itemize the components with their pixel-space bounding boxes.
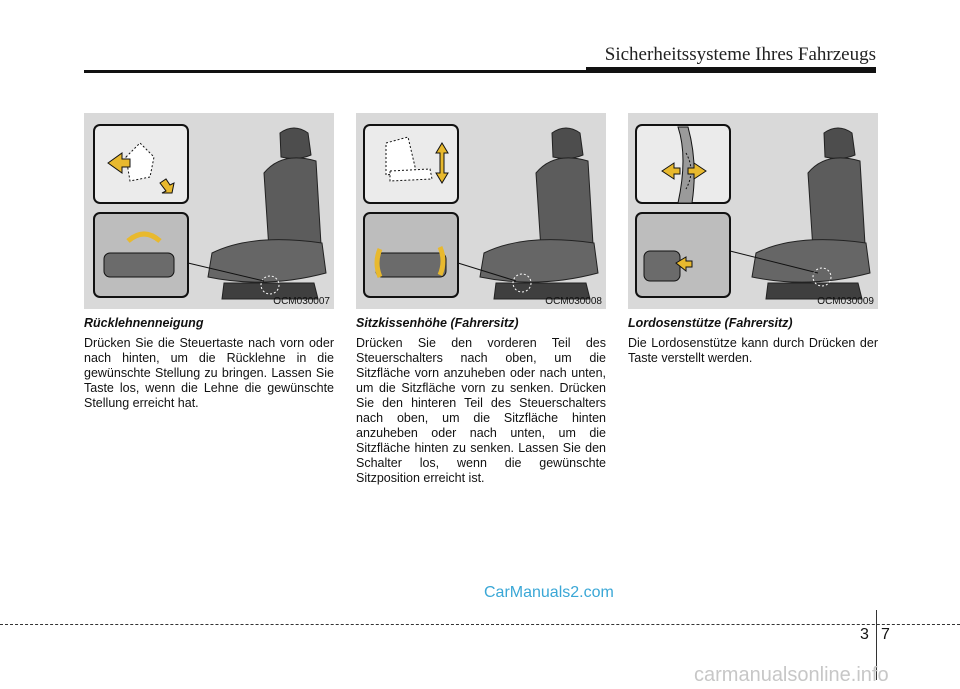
- seat-illustration: [635, 124, 871, 300]
- section-cushion-height: Sitzkissenhöhe (Fahrersitz) Drücken Sie …: [356, 316, 606, 486]
- figure-cushion-height: OCM030008: [356, 113, 606, 309]
- page-number: 7: [881, 626, 890, 643]
- figure-code: OCM030007: [273, 296, 330, 307]
- footer-divider: [876, 610, 877, 680]
- watermark-link[interactable]: CarManuals2.com: [484, 584, 614, 601]
- section-seatback-recline: Rücklehnenneigung Drücken Sie die Steuer…: [84, 316, 334, 411]
- section-body: Die Lordosenstütze kann durch Drücken de…: [628, 336, 878, 365]
- figure-code: OCM030008: [545, 296, 602, 307]
- seat-illustration: [93, 124, 327, 300]
- header-rule-accent: [586, 67, 876, 70]
- footer-rule: [0, 624, 960, 625]
- page-header-title: Sicherheitssysteme Ihres Fahrzeugs: [604, 44, 876, 65]
- section-lumbar-support: Lordosenstütze (Fahrersitz) Die Lordosen…: [628, 316, 878, 366]
- section-body: Drücken Sie den vorderen Teil des Steuer…: [356, 336, 606, 485]
- header-rule: [84, 70, 876, 73]
- figure-seatback-recline: OCM030007: [84, 113, 334, 309]
- seat-illustration: [363, 124, 599, 300]
- section-heading: Rücklehnenneigung: [84, 316, 204, 330]
- section-heading: Lordosenstütze (Fahrersitz): [628, 316, 793, 330]
- section-heading: Sitzkissenhöhe (Fahrersitz): [356, 316, 519, 330]
- figure-lumbar-support: OCM030009: [628, 113, 878, 309]
- figure-code: OCM030009: [817, 296, 874, 307]
- footer-watermark: carmanualsonline.info: [694, 664, 889, 686]
- section-body: Drücken Sie die Steuertaste nach vorn od…: [84, 336, 334, 410]
- chapter-number: 3: [860, 626, 869, 643]
